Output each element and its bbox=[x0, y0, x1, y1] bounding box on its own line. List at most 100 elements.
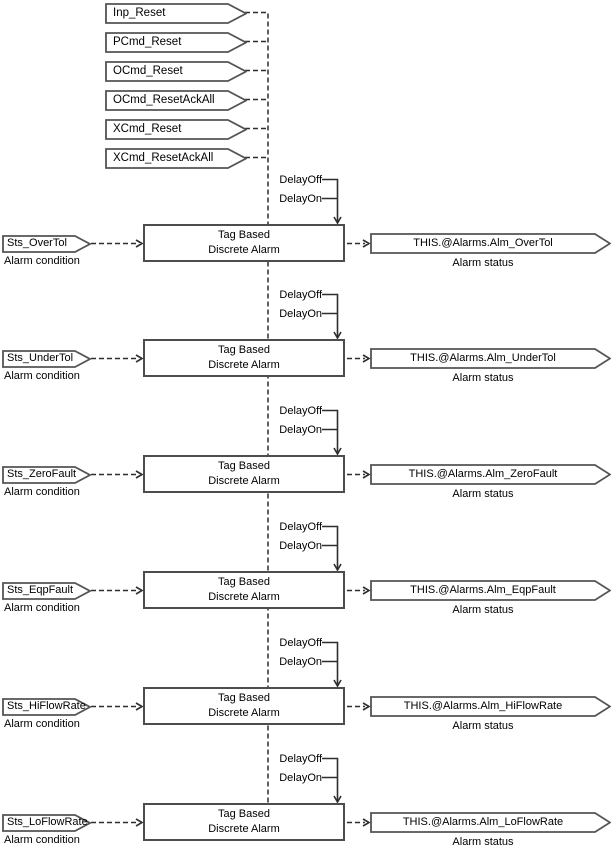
dashed-connectors bbox=[91, 11, 365, 824]
delay-off-label: DelayOff bbox=[279, 753, 322, 765]
tag-arrow-shape-icon bbox=[105, 32, 247, 53]
alarm-condition-label: Sts_HiFlowRate bbox=[7, 700, 86, 712]
reset-input-label: PCmd_Reset bbox=[113, 36, 182, 48]
block-title-line1: Tag Based bbox=[218, 808, 270, 820]
block-title-line2: Discrete Alarm bbox=[208, 359, 280, 371]
delay-off-label: DelayOff bbox=[279, 174, 322, 186]
delay-off-label: DelayOff bbox=[279, 637, 322, 649]
reset-input-label: OCmd_ResetAckAll bbox=[113, 94, 215, 106]
tag-based-discrete-alarm-block: Tag Based Discrete Alarm bbox=[143, 455, 345, 493]
alarm-condition-caption: Alarm condition bbox=[4, 486, 80, 498]
alarm-status-label: THIS.@Alarms.Alm_OverTol bbox=[413, 237, 553, 249]
reset-input-tag: PCmd_Reset bbox=[105, 32, 247, 53]
block-title-line2: Discrete Alarm bbox=[208, 244, 280, 256]
alarm-status-tag: THIS.@Alarms.Alm_EqpFault bbox=[370, 580, 611, 601]
alarm-condition-label: Sts_OverTol bbox=[7, 237, 67, 249]
tag-arrow-shape-icon bbox=[2, 698, 91, 716]
block-title-line2: Discrete Alarm bbox=[208, 707, 280, 719]
alarm-status-label: THIS.@Alarms.Alm_HiFlowRate bbox=[403, 700, 563, 712]
block-title-line2: Discrete Alarm bbox=[208, 823, 280, 835]
alarm-status-caption: Alarm status bbox=[452, 720, 514, 732]
tag-arrow-shape-icon bbox=[370, 696, 611, 717]
alarm-status-caption: Alarm status bbox=[452, 604, 514, 616]
tag-arrow-shape-icon bbox=[105, 119, 247, 140]
delay-off-label: DelayOff bbox=[279, 521, 322, 533]
alarm-condition-tag: Sts_UnderTol bbox=[2, 350, 91, 368]
alarm-condition-label: Sts_UnderTol bbox=[7, 352, 74, 364]
alarm-status-tag: THIS.@Alarms.Alm_HiFlowRate bbox=[370, 696, 611, 717]
reset-input-tag: OCmd_ResetAckAll bbox=[105, 90, 247, 111]
tag-arrow-shape-icon bbox=[2, 814, 91, 832]
alarm-condition-tag: Sts_EqpFault bbox=[2, 582, 91, 600]
delay-connectors bbox=[322, 178, 339, 801]
block-title-line1: Tag Based bbox=[218, 576, 270, 588]
alarm-condition-tag: Sts_OverTol bbox=[2, 235, 91, 253]
alarm-status-tag: THIS.@Alarms.Alm_ZeroFault bbox=[370, 464, 611, 485]
alarm-status-caption: Alarm status bbox=[452, 372, 514, 384]
reset-input-tag: XCmd_Reset bbox=[105, 119, 247, 140]
alarm-condition-tag: Sts_LoFlowRate bbox=[2, 814, 91, 832]
alarm-status-tag: THIS.@Alarms.Alm_OverTol bbox=[370, 233, 611, 254]
block-title-line2: Discrete Alarm bbox=[208, 591, 280, 603]
delay-on-label: DelayOn bbox=[279, 193, 322, 205]
tag-arrow-shape-icon bbox=[2, 582, 91, 600]
tag-arrow-shape-icon bbox=[105, 90, 247, 111]
alarm-status-label: THIS.@Alarms.Alm_EqpFault bbox=[410, 584, 556, 596]
tag-based-discrete-alarm-block: Tag Based Discrete Alarm bbox=[143, 571, 345, 609]
alarm-condition-caption: Alarm condition bbox=[4, 834, 80, 846]
block-title-line1: Tag Based bbox=[218, 460, 270, 472]
alarm-status-caption: Alarm status bbox=[452, 488, 514, 500]
tag-arrow-shape-icon bbox=[370, 233, 611, 254]
reset-input-tag: OCmd_Reset bbox=[105, 61, 247, 82]
alarm-condition-label: Sts_ZeroFault bbox=[7, 468, 77, 480]
delay-on-label: DelayOn bbox=[279, 424, 322, 436]
tag-arrow-shape-icon bbox=[370, 348, 611, 369]
alarm-status-caption: Alarm status bbox=[452, 836, 514, 848]
reset-input-tag: XCmd_ResetAckAll bbox=[105, 148, 247, 169]
tag-based-discrete-alarm-block: Tag Based Discrete Alarm bbox=[143, 687, 345, 725]
alarm-status-caption: Alarm status bbox=[452, 257, 514, 269]
block-title-line2: Discrete Alarm bbox=[208, 475, 280, 487]
tag-arrow-shape-icon bbox=[105, 148, 247, 169]
tag-arrow-shape-icon bbox=[370, 464, 611, 485]
reset-input-label: XCmd_Reset bbox=[113, 123, 182, 135]
alarm-condition-label: Sts_EqpFault bbox=[7, 584, 74, 596]
block-title-line1: Tag Based bbox=[218, 344, 270, 356]
delay-off-label: DelayOff bbox=[279, 289, 322, 301]
alarm-status-label: THIS.@Alarms.Alm_UnderTol bbox=[410, 352, 556, 364]
delay-on-label: DelayOn bbox=[279, 308, 322, 320]
block-title-line1: Tag Based bbox=[218, 229, 270, 241]
delay-on-label: DelayOn bbox=[279, 772, 322, 784]
alarm-condition-caption: Alarm condition bbox=[4, 602, 80, 614]
reset-input-label: OCmd_Reset bbox=[113, 65, 183, 77]
tag-based-discrete-alarm-block: Tag Based Discrete Alarm bbox=[143, 339, 345, 377]
tag-arrow-shape-icon bbox=[105, 61, 247, 82]
alarm-status-label: THIS.@Alarms.Alm_LoFlowRate bbox=[402, 816, 564, 828]
tag-arrow-shape-icon bbox=[2, 350, 91, 368]
tag-arrow-shape-icon bbox=[105, 3, 247, 24]
block-title-line1: Tag Based bbox=[218, 692, 270, 704]
tag-arrow-shape-icon bbox=[370, 580, 611, 601]
alarm-condition-tag: Sts_HiFlowRate bbox=[2, 698, 91, 716]
alarm-condition-caption: Alarm condition bbox=[4, 718, 80, 730]
tag-based-discrete-alarm-block: Tag Based Discrete Alarm bbox=[143, 803, 345, 841]
alarm-condition-caption: Alarm condition bbox=[4, 255, 80, 267]
alarm-status-tag: THIS.@Alarms.Alm_LoFlowRate bbox=[370, 812, 611, 833]
delay-on-label: DelayOn bbox=[279, 656, 322, 668]
tag-arrow-shape-icon bbox=[2, 466, 91, 484]
alarm-condition-caption: Alarm condition bbox=[4, 370, 80, 382]
tag-arrow-shape-icon bbox=[370, 812, 611, 833]
alarm-condition-label: Sts_LoFlowRate bbox=[7, 816, 88, 828]
tag-arrow-shape-icon bbox=[2, 235, 91, 253]
delay-off-label: DelayOff bbox=[279, 405, 322, 417]
reset-input-tag: Inp_Reset bbox=[105, 3, 247, 24]
alarm-status-tag: THIS.@Alarms.Alm_UnderTol bbox=[370, 348, 611, 369]
reset-input-label: XCmd_ResetAckAll bbox=[113, 152, 214, 164]
alarm-status-label: THIS.@Alarms.Alm_ZeroFault bbox=[408, 468, 558, 480]
alarm-condition-tag: Sts_ZeroFault bbox=[2, 466, 91, 484]
reset-input-label: Inp_Reset bbox=[113, 7, 166, 19]
tag-based-discrete-alarm-block: Tag Based Discrete Alarm bbox=[143, 224, 345, 262]
arrowheads bbox=[135, 216, 371, 827]
